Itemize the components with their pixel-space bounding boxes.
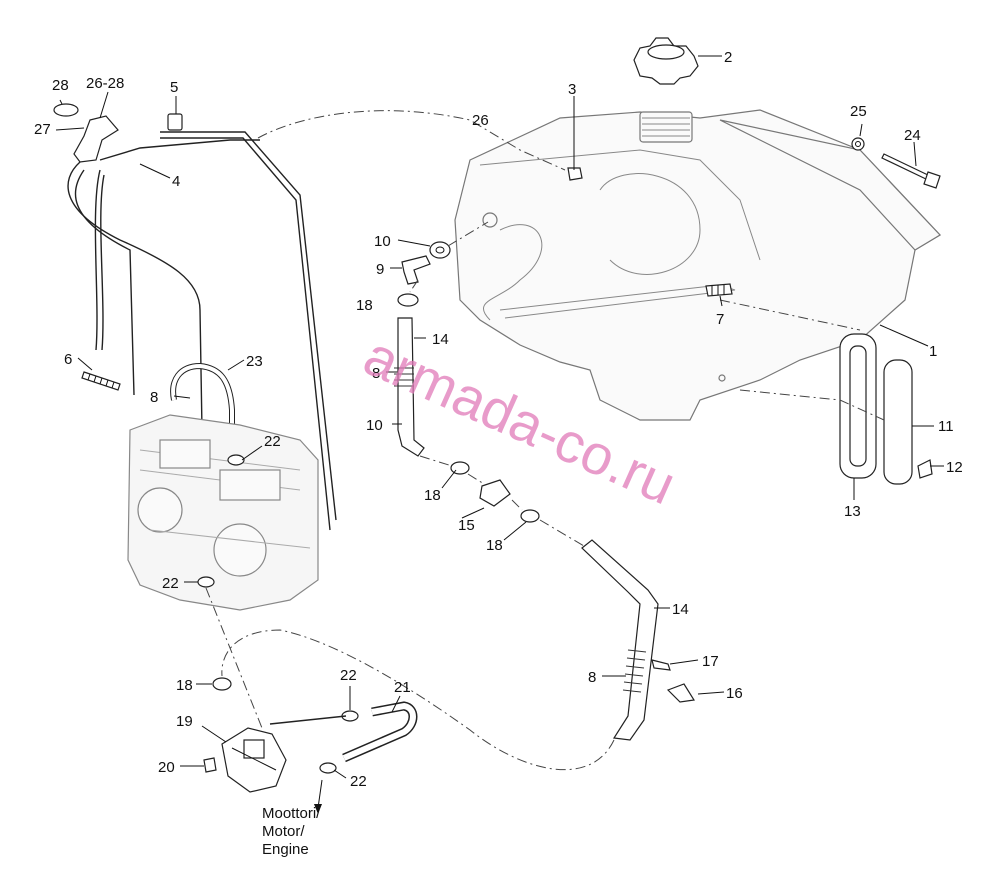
callout-22-d: 22	[350, 773, 367, 790]
primer-assembly	[53, 103, 119, 163]
hose-14-upper	[394, 317, 425, 457]
callout-1: 1	[929, 343, 937, 360]
clamp-18-pump	[212, 677, 232, 691]
callout-22-b: 22	[162, 575, 179, 592]
callout-9: 9	[376, 261, 384, 278]
engine-note-line-2: Motor/	[262, 823, 305, 840]
hose-14-lower	[581, 539, 659, 741]
hose-23	[170, 362, 235, 438]
callout-21: 21	[394, 679, 411, 696]
callout-10-lower: 10	[366, 417, 383, 434]
callout-18-d: 18	[176, 677, 193, 694]
screw-20	[203, 757, 217, 773]
connector-5	[167, 113, 183, 131]
callout-25: 25	[850, 103, 867, 120]
to-engine-arrow	[317, 779, 323, 809]
callout-19: 19	[176, 713, 193, 730]
callout-5: 5	[170, 79, 178, 96]
engine-block	[127, 414, 319, 611]
fuel-tank	[454, 109, 941, 421]
clamps-22-pump	[319, 710, 359, 774]
spring-6	[81, 371, 121, 391]
callout-20: 20	[158, 759, 175, 776]
fastener-17	[651, 659, 671, 671]
nut	[851, 137, 865, 151]
clamp-upper	[397, 293, 419, 307]
callout-11: 11	[938, 418, 954, 435]
leader-lines	[55, 55, 944, 779]
fitting-7	[705, 283, 733, 297]
callout-8-right: 8	[588, 669, 596, 686]
engine-note-line-3: Engine	[262, 841, 309, 858]
callout-26: 26	[472, 112, 489, 129]
strap-13	[839, 333, 877, 479]
pad-12	[917, 459, 933, 479]
callout-7: 7	[716, 311, 724, 328]
callout-14-lower: 14	[672, 601, 689, 618]
callout-6: 6	[64, 351, 72, 368]
callout-12: 12	[946, 459, 963, 476]
lines	[67, 131, 337, 531]
engine-note: Moottori/ Motor/ Engine	[262, 805, 321, 858]
fuel-pump	[221, 727, 287, 793]
callout-10-upper: 10	[374, 233, 391, 250]
callout-27: 27	[34, 121, 51, 138]
hose-21	[342, 701, 418, 763]
callout-28: 28	[52, 77, 69, 94]
callout-23: 23	[246, 353, 263, 370]
strap-11	[883, 359, 913, 485]
callout-13: 13	[844, 503, 861, 520]
pump-outlet-line	[269, 715, 347, 725]
callout-16: 16	[726, 685, 743, 702]
callout-18-b: 18	[424, 487, 441, 504]
arrow-head	[314, 804, 322, 814]
callout-22-a: 22	[264, 433, 281, 450]
fuel-filter	[450, 461, 540, 523]
callout-2: 2	[724, 49, 732, 66]
grommet	[429, 241, 451, 259]
callout-18-c: 18	[486, 537, 503, 554]
callout-14-upper: 14	[432, 331, 449, 348]
callout-26-28: 26-28	[86, 75, 124, 92]
callout-22-c: 22	[340, 667, 357, 684]
callout-8-left: 8	[150, 389, 158, 406]
callout-17: 17	[702, 653, 719, 670]
callout-3: 3	[568, 81, 576, 98]
fuel-cap	[633, 37, 699, 85]
bolt	[881, 153, 941, 189]
callout-4: 4	[172, 173, 180, 190]
elbow-fitting-9	[401, 255, 431, 285]
callout-18-a: 18	[356, 297, 373, 314]
callout-8-mid: 8	[372, 365, 380, 382]
vent-fitting	[567, 167, 583, 181]
callouts: 1 2 3 4 5 6 7 8 8 8 9 10 10 11 12 13 14 …	[34, 49, 963, 790]
callout-15: 15	[458, 517, 475, 534]
engine-note-line-1: Moottori/	[262, 805, 321, 822]
routing-lines	[205, 110, 885, 771]
clip-16	[666, 683, 695, 703]
callout-24: 24	[904, 127, 921, 144]
